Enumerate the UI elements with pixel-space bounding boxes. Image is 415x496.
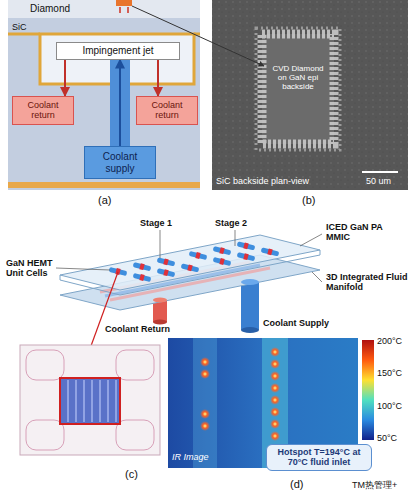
sem-image [212,0,408,190]
stage-label: Stage 1 [140,218,172,228]
cross-section [8,0,200,190]
scale-value: 100°C [377,401,402,411]
image-label: IR Image [172,452,209,462]
node-text: Coolant return [140,100,194,121]
port-label: Coolant Supply [263,318,329,328]
scale-value: 200°C [377,336,402,346]
diamond-window: CVD Diamond on GaN epi backside [270,62,326,94]
return-box: Coolant return [12,96,74,125]
flow-arrow [157,60,159,97]
node-text: Coolant return [16,100,70,121]
flow-arrow [119,60,121,147]
caption-label: SiC backside plan-view [216,176,309,186]
panel-label: (a) [98,194,111,207]
manifold-label: 3D Integrated Fluid Manifold [326,272,410,293]
diamond-band: Diamond [8,0,200,18]
node-text: Diamond [30,3,70,15]
panel-label: (d) [290,478,303,491]
node-text: CVD Diamond on GaN epi backside [272,64,324,92]
stage-label: Stage 2 [215,218,247,228]
panel-label: (c) [125,468,138,481]
hotspot-callout: Hotspot T=194°C at 70°C fluid inlet [266,444,372,471]
node-text: Impingement jet [82,45,153,57]
layer-label: SiC [12,22,27,32]
panel-label: (b) [302,194,315,207]
watermark: TM热管理+ [352,480,397,490]
node-text: Hotspot T=194°C at 70°C fluid inlet [271,447,367,468]
scale-value: 150°C [377,368,402,378]
node-text: Coolant supply [88,151,152,174]
scale-value: 50°C [377,433,397,443]
supply-box: Coolant supply [84,146,156,179]
chip-label: ICED GaN PA MMIC [326,222,386,243]
cell-label: GaN HEMT Unit Cells [6,258,58,279]
port-label: Coolant Return [105,324,170,334]
cell-layout [20,345,160,455]
return-box: Coolant return [136,96,198,125]
flow-arrow [64,60,66,97]
jet-box: Impingement jet [56,42,180,60]
scale-label: 50 um [366,176,391,186]
